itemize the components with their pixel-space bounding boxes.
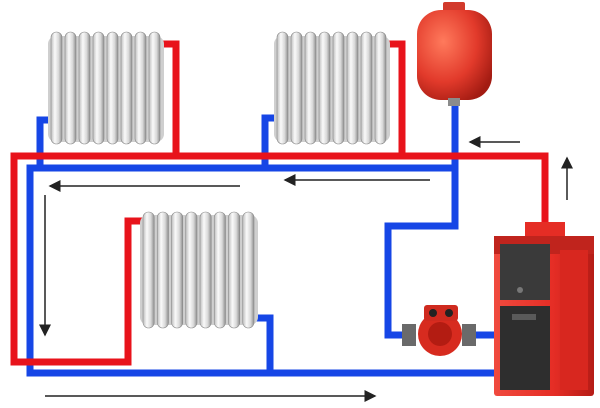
radiator-section	[134, 31, 147, 145]
radiator-top-left	[48, 31, 164, 145]
radiator-top-right	[274, 31, 390, 145]
radiator-section	[199, 211, 212, 329]
radiator-section	[360, 31, 373, 145]
flow-arrows	[39, 136, 573, 402]
radiator-section	[213, 211, 226, 329]
radiator-section	[64, 31, 77, 145]
radiator-section	[78, 31, 91, 145]
radiator-section	[171, 211, 184, 329]
radiator-section	[242, 211, 255, 329]
radiator-bottom	[140, 211, 258, 329]
radiator-section	[374, 31, 387, 145]
hot-pipe-radiator-2	[385, 40, 406, 156]
cold-pipe-radiator-3	[255, 314, 274, 373]
radiator-section	[120, 31, 133, 145]
radiator-section	[290, 31, 303, 145]
radiator-section	[92, 31, 105, 145]
radiator-section	[332, 31, 345, 145]
expansion-tank	[417, 2, 492, 106]
circulation-pump	[402, 305, 476, 356]
hot-supply-pipes	[10, 40, 549, 366]
radiator-section	[228, 211, 241, 329]
radiator-section	[50, 31, 63, 145]
hot-pipe-radiator-1	[160, 40, 180, 156]
cold-pipe-to-pump	[384, 168, 459, 339]
radiator-section	[156, 211, 169, 329]
boiler	[494, 222, 594, 396]
radiator-section	[106, 31, 119, 145]
radiator-section	[276, 31, 289, 145]
hot-pipe-main-loop	[10, 152, 549, 366]
radiator-section	[304, 31, 317, 145]
radiator-section	[346, 31, 359, 145]
radiator-section	[148, 31, 161, 145]
radiator-section	[318, 31, 331, 145]
radiator-section	[142, 211, 155, 329]
cold-pipe-main-loop	[26, 100, 500, 377]
radiator-section	[185, 211, 198, 329]
